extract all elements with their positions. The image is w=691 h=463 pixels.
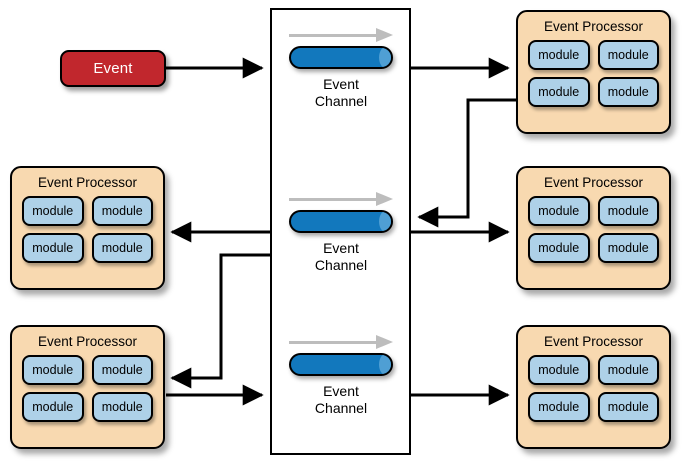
- module-grid: module module module module: [12, 355, 163, 422]
- module-box[interactable]: module: [528, 77, 590, 107]
- module-box[interactable]: module: [528, 355, 590, 385]
- module-box[interactable]: module: [22, 355, 84, 385]
- module-box[interactable]: module: [597, 233, 659, 263]
- processor-title: Event Processor: [543, 19, 644, 34]
- channel-cylinder: [289, 46, 393, 69]
- event-processor-bottom-right[interactable]: Event Processor module module module mod…: [516, 325, 671, 449]
- cylinder-cap: [379, 212, 391, 231]
- module-box[interactable]: module: [528, 196, 590, 226]
- processor-title: Event Processor: [37, 334, 138, 349]
- module-box[interactable]: module: [597, 355, 659, 385]
- event-label: Event: [93, 60, 133, 77]
- module-box[interactable]: module: [528, 233, 590, 263]
- module-box[interactable]: module: [597, 392, 659, 422]
- module-box[interactable]: module: [22, 233, 84, 263]
- channel-cylinder: [289, 210, 393, 233]
- event-channel-1[interactable]: Event Channel: [280, 28, 402, 110]
- flow-arrow-right-icon: [289, 335, 393, 349]
- event-channel-1-label: Event Channel: [314, 76, 368, 109]
- flow-arrow-right-icon: [289, 28, 393, 42]
- processor-title: Event Processor: [543, 175, 644, 190]
- module-grid: module module module module: [518, 40, 669, 107]
- event-channel-3-label: Event Channel: [314, 383, 368, 416]
- channel-cylinder: [289, 353, 393, 376]
- module-box[interactable]: module: [597, 77, 659, 107]
- module-grid: module module module module: [518, 355, 669, 422]
- event-processor-middle-right[interactable]: Event Processor module module module mod…: [516, 166, 671, 290]
- event-processor-bottom-left[interactable]: Event Processor module module module mod…: [10, 325, 165, 449]
- module-box[interactable]: module: [91, 233, 153, 263]
- wire-processor-top-right-to-channel-2: [417, 98, 517, 228]
- event-channel-2[interactable]: Event Channel: [280, 192, 402, 274]
- event-channel-2-label: Event Channel: [314, 240, 368, 273]
- processor-title: Event Processor: [37, 175, 138, 190]
- module-box[interactable]: module: [597, 196, 659, 226]
- module-box[interactable]: module: [22, 196, 84, 226]
- module-box[interactable]: module: [91, 392, 153, 422]
- module-box[interactable]: module: [597, 40, 659, 70]
- event-channel-3[interactable]: Event Channel: [280, 335, 402, 417]
- cylinder-cap: [379, 355, 391, 374]
- event-processor-top-right[interactable]: Event Processor module module module mod…: [516, 10, 671, 134]
- module-box[interactable]: module: [91, 355, 153, 385]
- module-grid: module module module module: [12, 196, 163, 263]
- event-source-box[interactable]: Event: [60, 50, 166, 87]
- processor-title: Event Processor: [543, 334, 644, 349]
- module-box[interactable]: module: [22, 392, 84, 422]
- module-grid: module module module module: [518, 196, 669, 263]
- wire-channel-2-to-processor-bottom-left: [170, 253, 270, 389]
- flow-arrow-right-icon: [289, 192, 393, 206]
- module-box[interactable]: module: [528, 392, 590, 422]
- module-box[interactable]: module: [528, 40, 590, 70]
- cylinder-cap: [379, 48, 391, 67]
- event-processor-middle-left[interactable]: Event Processor module module module mod…: [10, 166, 165, 290]
- module-box[interactable]: module: [91, 196, 153, 226]
